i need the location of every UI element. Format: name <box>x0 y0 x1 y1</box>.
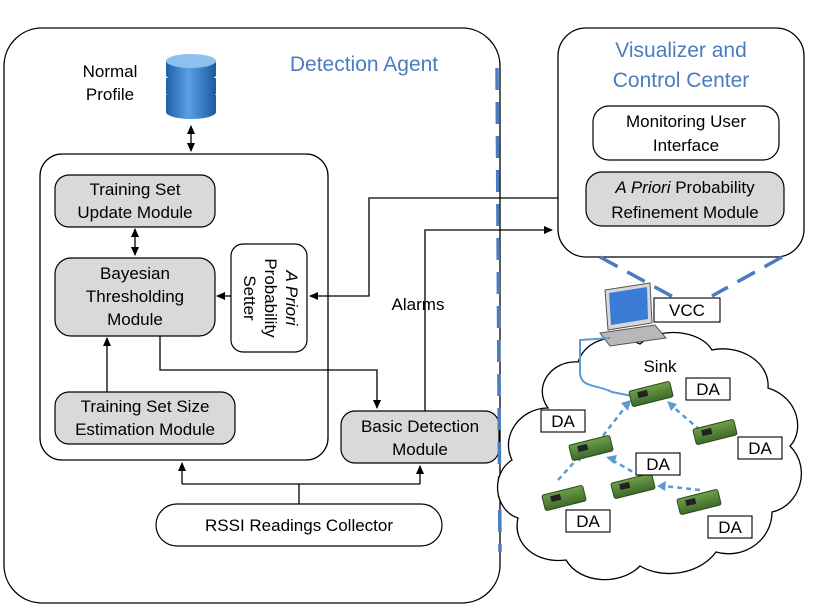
refinement-a-priori: A Priori <box>614 178 671 197</box>
svg-text:DA: DA <box>576 512 600 531</box>
vcc-label-box <box>653 297 721 323</box>
svg-text:DA: DA <box>718 518 742 537</box>
svg-text:DA: DA <box>696 380 720 399</box>
refinement-to-setter-arrow <box>309 197 586 300</box>
training-set-size-label-1: Training Set Size <box>81 397 210 416</box>
monitoring-ui-module <box>592 105 780 161</box>
da-label: DA <box>707 515 753 539</box>
setter-label-3: Setter <box>240 275 259 321</box>
bayes-to-detection-arrow <box>159 336 381 409</box>
basic-detection-label-1: Basic Detection <box>361 417 479 436</box>
sensor-node-icon <box>676 489 722 515</box>
dashed-link-left <box>495 67 502 553</box>
svg-text:DA: DA <box>646 455 670 474</box>
svg-text:DA: DA <box>551 412 575 431</box>
refinement-label-2: Refinement Module <box>611 203 758 222</box>
da-label: DA <box>540 409 586 433</box>
bayesian-label-1: Bayesian <box>100 264 170 283</box>
training-set-update-label-2: Update Module <box>77 203 192 222</box>
training-set-size-module <box>54 391 236 445</box>
rssi-label: RSSI Readings Collector <box>205 516 393 535</box>
sensor-node-icon <box>610 473 656 499</box>
setter-a-priori-label: A Priori <box>282 269 301 326</box>
setter-label-2: Probability <box>261 258 280 338</box>
da-label: DA <box>685 377 731 401</box>
normal-profile-label-2: Profile <box>86 85 134 104</box>
basic-detection-module <box>340 410 500 464</box>
alarms-arrow <box>424 226 553 411</box>
laptop-sink-cable <box>579 337 633 397</box>
sensor-node-icon <box>541 485 587 511</box>
sink-label: Sink <box>643 357 677 376</box>
sensor-node-icon <box>568 435 614 461</box>
bayesian-thresholding-module <box>54 257 216 337</box>
refinement-module <box>585 171 785 227</box>
training-set-update-module <box>54 174 216 228</box>
a-priori-setter-module <box>230 243 308 353</box>
detection-agent-title: Detection Agent <box>290 53 438 76</box>
bayesian-label-3: Module <box>107 310 163 329</box>
dashed-link-vcc-left <box>599 255 676 300</box>
a-priori-setter-text: A Priori Probability Setter <box>240 258 301 338</box>
sink-sensor-icon <box>628 381 674 407</box>
vcc-title-2: Control Center <box>613 69 750 92</box>
training-set-update-label-1: Training Set <box>89 180 180 199</box>
da-label: DA <box>635 452 681 476</box>
da-label: DA <box>565 509 611 533</box>
alarms-label: Alarms <box>392 295 445 314</box>
basic-detection-label-2: Module <box>392 440 448 459</box>
training-set-size-label-2: Estimation Module <box>75 420 215 439</box>
da-label: DA <box>737 436 783 460</box>
vcc-label: VCC <box>669 301 705 320</box>
refinement-probability: Probability <box>671 178 756 197</box>
monitoring-label-1: Monitoring User <box>626 112 746 131</box>
laptop-icon <box>599 282 667 347</box>
normal-profile-label: Normal <box>83 62 138 81</box>
refinement-label-1: A Priori Probability <box>614 178 755 197</box>
monitoring-label-2: Interface <box>653 136 719 155</box>
database-icon <box>166 54 216 119</box>
dashed-link-vcc-right <box>711 255 783 298</box>
sensor-node-icon <box>692 419 738 445</box>
vcc-title-1: Visualizer and <box>615 39 747 62</box>
svg-text:DA: DA <box>748 439 772 458</box>
bayesian-label-2: Thresholding <box>86 287 184 306</box>
